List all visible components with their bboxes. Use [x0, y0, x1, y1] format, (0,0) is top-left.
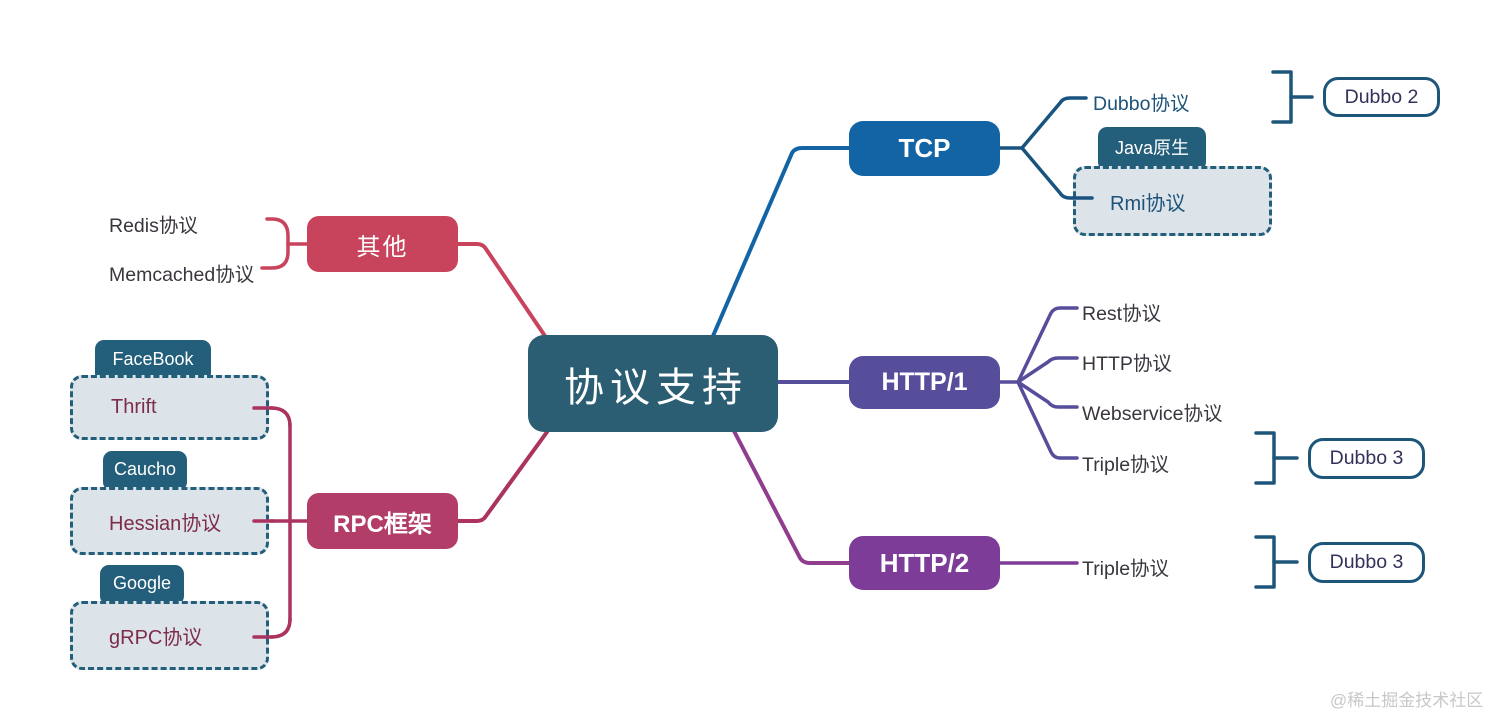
bracket-dubbo3-http2 [1254, 535, 1299, 589]
hessian-protocol-label: Hessian协议 [109, 512, 222, 535]
node-rpc-framework: RPC框架 [307, 493, 458, 549]
leaf-webservice-protocol: Webservice协议 [1082, 403, 1223, 425]
leaf-triple-protocol-http1: Triple协议 [1082, 454, 1170, 476]
bracket-dubbo2 [1271, 70, 1314, 124]
watermark: @稀土掘金技术社区 [1330, 691, 1484, 710]
version-dubbo2: Dubbo 2 [1323, 77, 1440, 117]
node-other: 其他 [307, 216, 458, 272]
tag-google: Google [100, 565, 184, 605]
leaf-memcached-protocol: Memcached协议 [109, 264, 255, 286]
tag-caucho: Caucho [103, 451, 187, 491]
node-thrift-protocol: Thrift [70, 375, 269, 440]
node-grpc-protocol: gRPC协议 [70, 601, 269, 670]
bracket-dubbo3-http1 [1254, 431, 1299, 485]
node-http1: HTTP/1 [849, 356, 1000, 409]
version-dubbo3-http1: Dubbo 3 [1308, 438, 1425, 479]
leaf-triple-protocol-http2: Triple协议 [1082, 558, 1170, 580]
connector-other-center [456, 242, 547, 338]
node-rmi-protocol: Rmi协议 [1073, 166, 1272, 236]
node-hessian-protocol: Hessian协议 [70, 487, 269, 555]
version-dubbo3-http2: Dubbo 3 [1308, 542, 1425, 583]
rmi-protocol-label: Rmi协议 [1110, 192, 1186, 215]
leaf-rest-protocol: Rest协议 [1082, 303, 1162, 325]
connector-center-tcp [711, 146, 851, 338]
leaf-redis-protocol: Redis协议 [109, 215, 198, 237]
connector-center-http2 [732, 429, 851, 565]
node-protocol-support: 协议支持 [528, 335, 778, 432]
node-tcp: TCP [849, 121, 1000, 176]
leaf-http-protocol: HTTP协议 [1082, 353, 1172, 375]
connector-http1-fork [998, 306, 1079, 460]
connector-other-brace [260, 217, 310, 270]
leaf-dubbo-protocol: Dubbo协议 [1093, 93, 1190, 115]
node-http2: HTTP/2 [849, 536, 1000, 590]
tag-java-native: Java原生 [1098, 127, 1206, 171]
grpc-protocol-label: gRPC协议 [109, 627, 203, 649]
thrift-protocol-label: Thrift [111, 396, 157, 418]
connector-rpc-center [456, 430, 549, 523]
connector-tcp-fork [998, 96, 1088, 200]
